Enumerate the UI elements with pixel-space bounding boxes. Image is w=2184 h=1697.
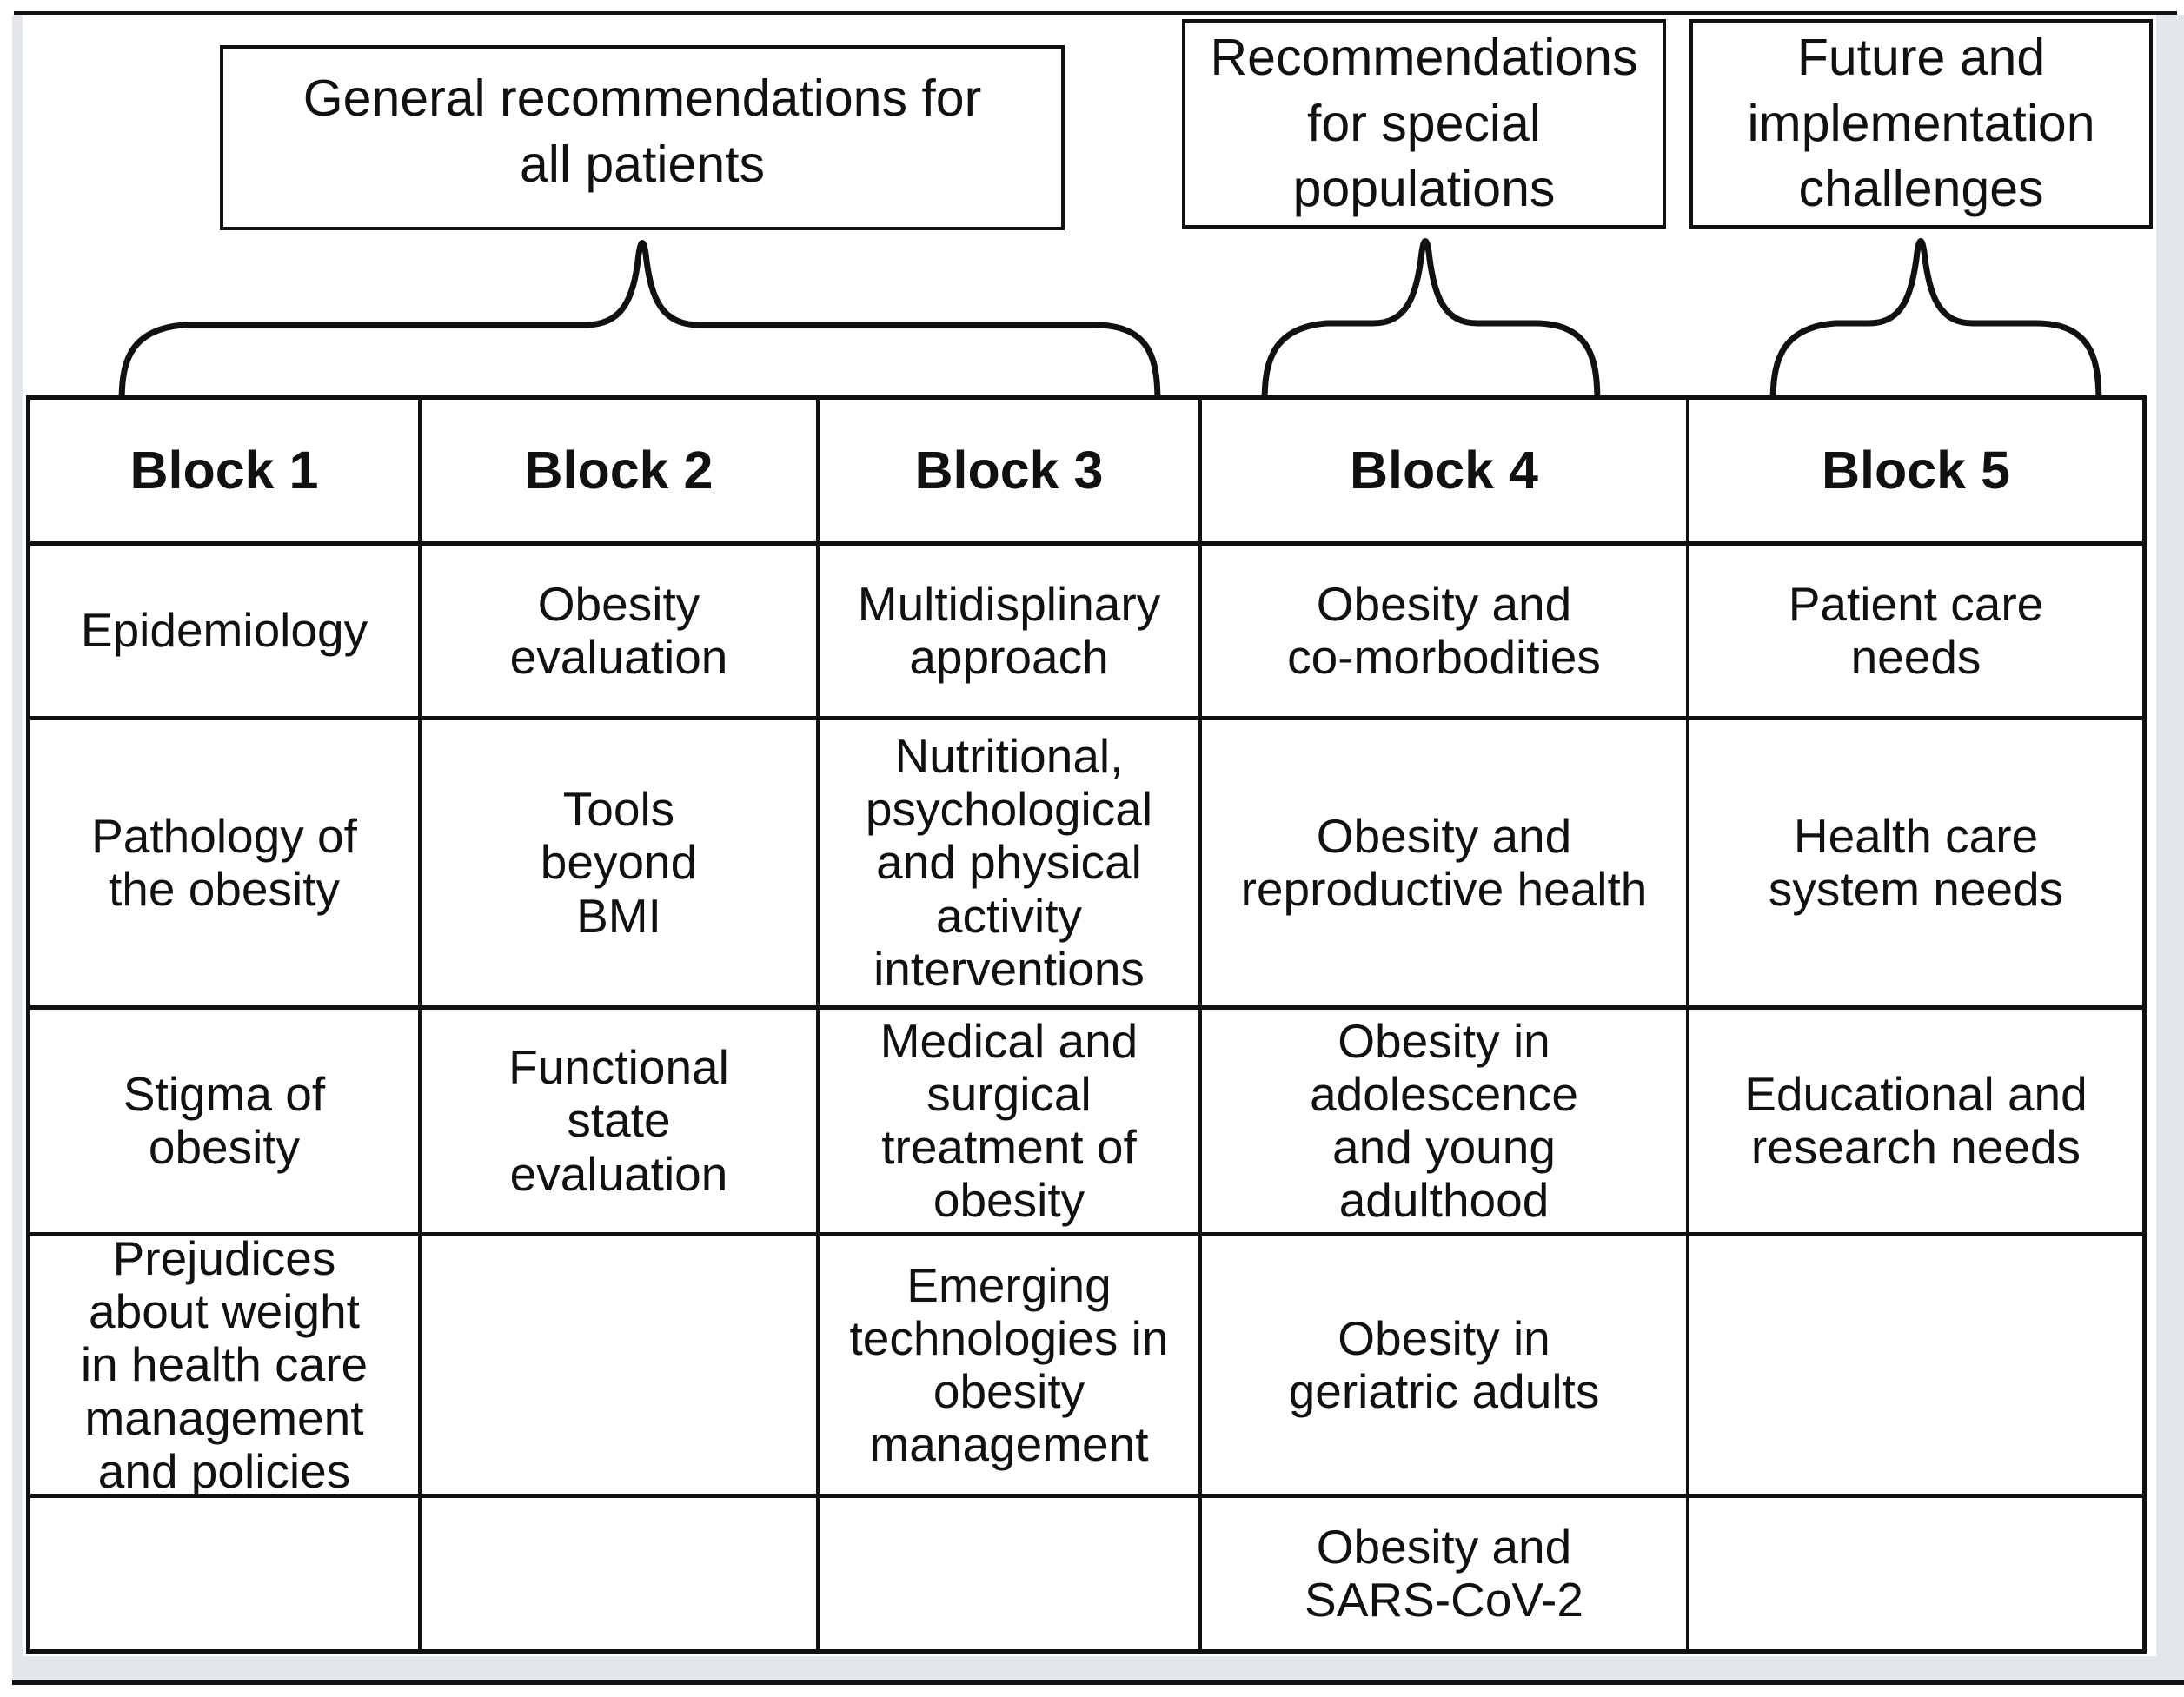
table-cell	[1689, 1498, 2142, 1649]
table-cell: Medical and surgical treatment of obesit…	[820, 1010, 1202, 1236]
brace-blocks-1-3	[118, 240, 1161, 406]
left-edge-accent	[12, 15, 23, 1680]
right-edge-accent	[2156, 15, 2184, 1680]
brace-block-5	[1769, 238, 2102, 406]
table-cell: Multidisplinary approach	[820, 546, 1202, 720]
table-cell: Nutritional, psychological and physical …	[820, 720, 1202, 1010]
bottom-rule	[12, 1680, 2184, 1685]
blocks-table: Block 1 Block 2 Block 3 Block 4 Block 5 …	[26, 395, 2147, 1654]
group-header-special-populations: Recommendations for special populations	[1182, 19, 1666, 229]
table-cell: Obesity evaluation	[422, 546, 820, 720]
block-3-header: Block 3	[820, 400, 1202, 546]
table-cell: Functional state evaluation	[422, 1010, 820, 1236]
block-1-header: Block 1	[30, 400, 422, 546]
table-cell: Obesity in adolescence and young adultho…	[1202, 1010, 1689, 1236]
block-5-header: Block 5	[1689, 400, 2142, 546]
table-cell: Obesity in geriatric adults	[1202, 1236, 1689, 1498]
bottom-accent-band	[23, 1656, 2156, 1680]
table-cell: Pathology of the obesity	[30, 720, 422, 1010]
group-header-label: Recommendations for special populations	[1210, 29, 1638, 218]
group-header-label: General recommendations for all patients	[302, 69, 982, 193]
table-cell: Obesity and SARS-CoV-2	[1202, 1498, 1689, 1649]
block-4-header: Block 4	[1202, 400, 1689, 546]
top-rule	[14, 11, 2177, 15]
table-cell: Stigma of obesity	[30, 1010, 422, 1236]
table-cell	[820, 1498, 1202, 1649]
table-cell	[1689, 1236, 2142, 1498]
table-cell: Obesity and co-morbodities	[1202, 546, 1689, 720]
brace-block-4	[1261, 238, 1601, 406]
table-cell	[30, 1498, 422, 1649]
table-cell	[422, 1498, 820, 1649]
group-header-label: Future and implementation challenges	[1747, 29, 2095, 218]
table-cell: Educational and research needs	[1689, 1010, 2142, 1236]
table-cell: Patient care needs	[1689, 546, 2142, 720]
table-cell: Epidemiology	[30, 546, 422, 720]
table-cell: Tools beyond BMI	[422, 720, 820, 1010]
table-cell: Health care system needs	[1689, 720, 2142, 1010]
table-cell: Prejudices about weight in health care m…	[30, 1232, 422, 1498]
table-cell: Emerging technologies in obesity managem…	[820, 1236, 1202, 1498]
group-header-general-recommendations: General recommendations for all patients	[220, 45, 1065, 230]
group-header-future-challenges: Future and implementation challenges	[1689, 19, 2153, 229]
table-cell	[422, 1236, 820, 1498]
table-cell: Obesity and reproductive health	[1202, 720, 1689, 1010]
block-2-header: Block 2	[422, 400, 820, 546]
